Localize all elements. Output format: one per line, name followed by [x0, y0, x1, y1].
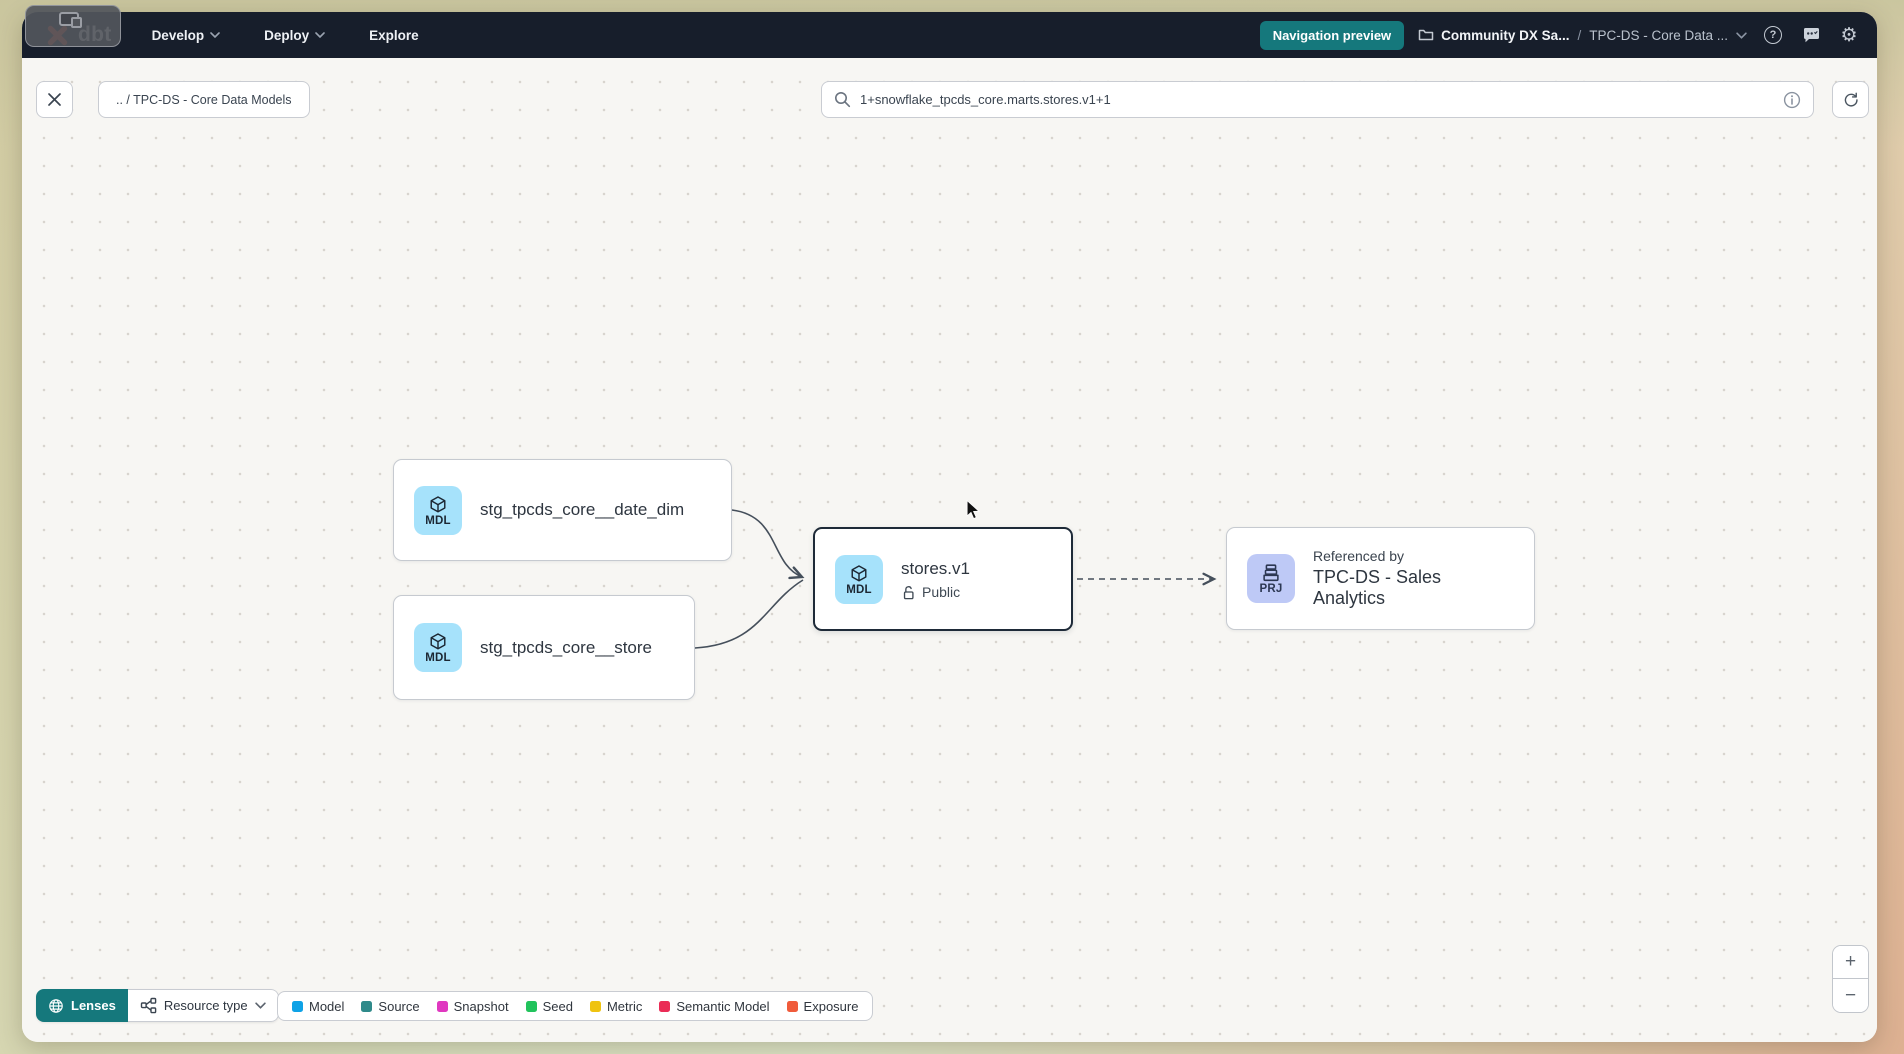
chevron-down-icon	[254, 1002, 266, 1009]
project-badge: PRJ	[1247, 554, 1295, 603]
resource-type-dropdown[interactable]: Resource type	[127, 989, 279, 1022]
resource-type-legend: Model Source Snapshot Seed Metric Semant…	[277, 991, 874, 1021]
badge-label: MDL	[846, 583, 872, 596]
node-text-block: stores.v1 Public	[901, 559, 970, 600]
legend-swatch	[659, 1000, 671, 1012]
badge-label: MDL	[425, 652, 451, 664]
canvas-zoom-controls: + −	[1832, 945, 1869, 1013]
chevron-down-icon[interactable]	[1736, 31, 1747, 39]
node-stg-tpcds-core-date-dim[interactable]: MDL stg_tpcds_core__date_dim	[393, 459, 732, 561]
resource-graph-icon	[140, 997, 157, 1014]
help-icon: ?	[1764, 26, 1782, 44]
nav-item-develop[interactable]: Develop	[152, 28, 221, 43]
badge-label: MDL	[425, 514, 451, 527]
cube-icon	[851, 564, 867, 581]
navbar-right: Navigation preview Community DX Sa... / …	[1259, 20, 1861, 50]
legend-item-seed: Seed	[525, 998, 573, 1014]
node-stg-tpcds-core-store[interactable]: MDL stg_tpcds_core__store	[393, 595, 695, 700]
close-icon	[48, 93, 61, 106]
legend-item-exposure: Exposure	[786, 998, 859, 1014]
navigation-preview-badge[interactable]: Navigation preview	[1259, 20, 1405, 50]
legend-label: Snapshot	[453, 998, 509, 1014]
cube-icon	[430, 633, 446, 650]
nav-item-label: Deploy	[264, 27, 310, 43]
legend-label: Source	[378, 998, 420, 1014]
zoom-out-button[interactable]: −	[1833, 979, 1868, 1012]
legend-label: Metric	[606, 998, 643, 1014]
legend-item-source: Source	[361, 998, 420, 1014]
legend-item-model: Model	[292, 999, 344, 1014]
lenses-button[interactable]: Lenses	[36, 989, 128, 1022]
feedback-icon	[1803, 27, 1819, 42]
legend-swatch	[589, 1000, 601, 1012]
legend-swatch	[436, 1000, 448, 1012]
unlocked-padlock-icon	[903, 585, 914, 599]
nav-item-deploy[interactable]: Deploy	[264, 28, 325, 43]
path-chip[interactable]: .. / TPC-DS - Core Data Models	[98, 81, 310, 118]
lineage-search	[821, 81, 1814, 118]
nav-menu: Develop Deploy Explore	[152, 28, 419, 43]
node-title: TPC-DS - Sales Analytics	[1313, 567, 1442, 608]
mouse-cursor	[966, 500, 980, 520]
resource-type-label: Resource type	[163, 998, 248, 1013]
breadcrumb-separator: /	[1577, 27, 1582, 43]
legend-item-semantic-model: Semantic Model	[659, 998, 770, 1014]
breadcrumb-account[interactable]: Community DX Sa...	[1418, 28, 1569, 43]
search-icon	[835, 92, 851, 108]
settings-button[interactable]: ⚙	[1837, 23, 1861, 47]
nav-item-label: Explore	[369, 27, 419, 43]
node-title: stg_tpcds_core__store	[480, 637, 652, 657]
lens-controls: Lenses Resource type	[36, 989, 279, 1022]
gear-icon: ⚙	[1840, 23, 1858, 46]
refresh-icon	[1844, 92, 1858, 107]
breadcrumb-account-label: Community DX Sa...	[1441, 27, 1570, 43]
node-text-block: Referenced by TPC-DS - Sales Analytics	[1313, 548, 1514, 609]
zoom-in-button[interactable]: +	[1833, 946, 1868, 979]
node-referenced-by-sales-analytics[interactable]: PRJ Referenced by TPC-DS - Sales Analyti…	[1226, 527, 1535, 630]
app-window: dbt Develop Deploy Explore Navigation pr…	[22, 12, 1877, 1042]
legend-swatch	[786, 1000, 798, 1012]
top-navbar: dbt Develop Deploy Explore Navigation pr…	[22, 12, 1877, 58]
legend-swatch	[292, 1000, 303, 1012]
legend-label: Exposure	[803, 998, 859, 1014]
refresh-lineage-button[interactable]	[1832, 81, 1869, 118]
model-badge: MDL	[835, 554, 883, 604]
badge-label: PRJ	[1259, 583, 1283, 595]
chevron-down-icon	[315, 32, 325, 38]
node-title: stg_tpcds_core__date_dim	[480, 500, 685, 519]
mini-window-icon	[59, 12, 82, 28]
node-stores-v1[interactable]: MDL stores.v1 Public	[813, 527, 1073, 631]
model-badge: MDL	[414, 485, 462, 535]
node-caption: Referenced by	[1313, 548, 1405, 564]
lenses-label: Lenses	[71, 998, 116, 1013]
legend-item-metric: Metric	[589, 998, 643, 1014]
stacked-drawers-icon	[1263, 564, 1279, 582]
legend-label: Model	[309, 998, 345, 1014]
info-icon[interactable]	[1783, 91, 1801, 109]
legend-swatch	[525, 1000, 537, 1012]
legend-item-snapshot: Snapshot	[436, 998, 509, 1014]
legend-swatch	[361, 1000, 373, 1012]
node-access: Public	[901, 584, 970, 600]
breadcrumb-project[interactable]: TPC-DS - Core Data ...	[1589, 27, 1728, 43]
nav-item-label: Develop	[151, 27, 205, 43]
feedback-button[interactable]	[1799, 23, 1823, 47]
breadcrumb: Community DX Sa... / TPC-DS - Core Data …	[1418, 28, 1747, 43]
legend-label: Seed	[542, 998, 573, 1014]
folder-icon	[1418, 29, 1434, 41]
nav-item-explore[interactable]: Explore	[369, 28, 419, 43]
help-button[interactable]: ?	[1761, 23, 1785, 47]
screen-capture-artifact	[25, 5, 121, 47]
access-label: Public	[922, 583, 961, 600]
legend-label: Semantic Model	[676, 998, 770, 1014]
node-title: stores.v1	[901, 558, 970, 578]
lens-icon	[49, 998, 63, 1013]
close-lineage-button[interactable]	[36, 81, 73, 118]
search-input[interactable]	[860, 92, 1774, 107]
cube-icon	[430, 495, 446, 512]
model-badge: MDL	[414, 623, 462, 672]
chevron-down-icon	[210, 32, 220, 38]
